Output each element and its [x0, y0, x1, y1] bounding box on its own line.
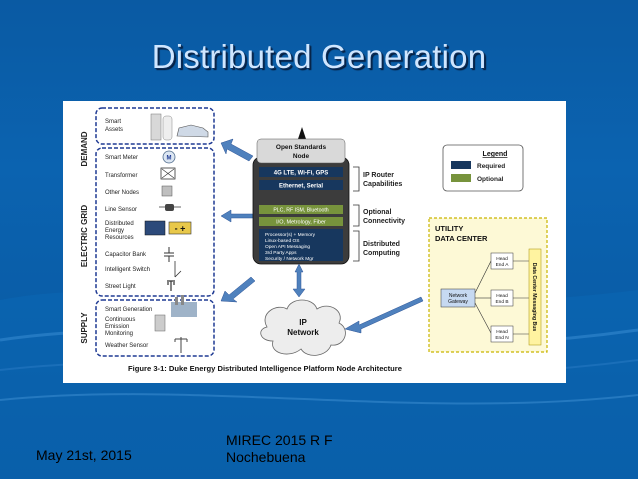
footer-source-line-2: Nochebuena — [226, 449, 306, 465]
messaging-bus — [528, 248, 542, 346]
grid-item-transformer: Transformer — [105, 173, 137, 179]
footer-source: MIREC 2015 R F Nochebuena — [226, 432, 386, 466]
grid-item-other-nodes: Other Nodes — [105, 190, 139, 196]
bracket-distributed — [353, 230, 360, 262]
svg-text:Computing: Computing — [363, 250, 400, 257]
grid-box — [95, 147, 215, 297]
svg-text:Open API Messaging: Open API Messaging — [265, 244, 310, 250]
svg-text:Emission: Emission — [105, 324, 129, 330]
footer-date: May 21st, 2015 — [36, 447, 132, 463]
svg-text:Head: Head — [496, 293, 508, 299]
grid-item-capacitor-bank: Capacitor Bank — [105, 252, 147, 258]
svg-text:3rd Party Apps: 3rd Party Apps — [265, 250, 297, 256]
svg-text:I/O, Metrology, Fiber: I/O, Metrology, Fiber — [276, 220, 326, 226]
svg-text:Resources: Resources — [105, 235, 134, 241]
side-label-demand: DEMAND — [80, 131, 89, 166]
svg-text:Head: Head — [496, 256, 508, 262]
svg-text:Network: Network — [287, 328, 319, 337]
supply-item-continuous: Continuous — [105, 317, 135, 323]
svg-text:DATA CENTER: DATA CENTER — [435, 234, 488, 243]
connection-arrows — [220, 138, 256, 303]
demand-box — [95, 107, 215, 145]
node-network-arrow — [292, 263, 306, 298]
svg-text:4G LTE, Wi-Fi, GPS: 4G LTE, Wi-Fi, GPS — [274, 171, 329, 177]
svg-text:End B: End B — [495, 299, 508, 305]
svg-text:Energy: Energy — [105, 228, 124, 234]
messaging-bus-links — [513, 260, 529, 335]
node-layer-ethernet — [259, 180, 343, 190]
svg-text:Distributed: Distributed — [363, 241, 400, 248]
grid-item-intelligent-switch: Intelligent Switch — [105, 267, 150, 273]
svg-text:Required: Required — [477, 163, 505, 170]
appliance-icon — [150, 113, 162, 141]
legend-title: Legend — [483, 151, 508, 158]
grid-item-line-sensor: Line Sensor — [105, 207, 137, 213]
svg-text:Optional: Optional — [363, 209, 391, 216]
demand-label-2: Assets — [105, 127, 123, 133]
grid-item-distributed: Distributed — [105, 221, 134, 227]
switch-icon — [174, 261, 182, 278]
svg-text:M: M — [167, 156, 172, 162]
grid-item-street-light: Street Light — [105, 284, 136, 290]
svg-text:End N: End N — [495, 335, 509, 341]
legend-swatch-optional — [451, 174, 471, 182]
node-layer-lte — [259, 167, 343, 177]
svg-text:Gateway: Gateway — [448, 299, 468, 305]
svg-text:Connectivity: Connectivity — [363, 218, 405, 225]
bracket-router — [353, 166, 360, 192]
emission-monitor-icon — [154, 314, 166, 332]
solar-panel-icon — [144, 220, 166, 236]
electric-car-icon — [176, 124, 209, 138]
smart-meter-icon — [162, 150, 176, 164]
svg-text:PLC, RF ISM, Bluetooth: PLC, RF ISM, Bluetooth — [273, 208, 328, 214]
svg-text:- +: - + — [175, 224, 186, 234]
svg-text:IP: IP — [299, 318, 307, 327]
svg-text:Security / Network Mgr: Security / Network Mgr — [265, 256, 314, 262]
demand-label-1: Smart — [105, 119, 121, 125]
capacitor-icon — [164, 247, 174, 262]
node-layer-io — [259, 217, 343, 226]
supply-item-generation: Smart Generation — [105, 307, 152, 313]
grid-item-smart-meter: Smart Meter — [105, 155, 138, 161]
utility-data-center — [428, 217, 548, 353]
water-heater-icon — [162, 115, 173, 141]
svg-text:IP Router: IP Router — [363, 172, 394, 179]
power-plant-icon — [171, 302, 197, 317]
svg-text:End A: End A — [496, 262, 510, 268]
slide-title: Distributed Generation — [151, 38, 487, 75]
weather-sensor-icon — [174, 337, 188, 353]
legend-swatch-required — [451, 161, 471, 169]
node-layer-plc — [259, 205, 343, 214]
svg-text:Data Center Messaging Bus: Data Center Messaging Bus — [531, 263, 537, 332]
supply-item-weather: Weather Sensor — [105, 343, 148, 349]
figure-caption: Figure 3-1: Duke Energy Distributed Inte… — [128, 364, 402, 373]
side-label-supply: SUPPLY — [80, 312, 89, 344]
svg-text:Monitoring: Monitoring — [105, 331, 133, 337]
node-title-1: Open Standards — [276, 144, 327, 151]
battery-icon — [168, 221, 192, 235]
ip-network-cloud — [260, 299, 346, 356]
svg-text:Network: Network — [449, 293, 468, 299]
network-utility-arrow — [344, 296, 424, 334]
other-nodes-icon — [161, 185, 173, 197]
svg-text:Capabilities: Capabilities — [363, 181, 402, 188]
svg-text:UTILITY: UTILITY — [435, 224, 463, 233]
svg-text:Linux-based OS: Linux-based OS — [265, 238, 299, 244]
node-title-2: Node — [293, 153, 310, 160]
node-computing-panel — [259, 229, 343, 261]
svg-text:Head: Head — [496, 329, 508, 335]
svg-text:Optional: Optional — [477, 176, 504, 183]
svg-text:Ethernet, Serial: Ethernet, Serial — [279, 184, 323, 190]
street-light-icon — [167, 280, 175, 291]
gateway-links — [474, 260, 492, 334]
svg-text:Processor(s) + Memory: Processor(s) + Memory — [265, 232, 316, 238]
architecture-figure: DEMAND ELECTRIC GRID SUPPLY Smart Assets… — [63, 101, 566, 383]
antenna-icon — [298, 127, 306, 139]
side-label-grid: ELECTRIC GRID — [80, 205, 89, 267]
footer-source-line-1: MIREC 2015 R F — [226, 432, 333, 448]
bracket-optional — [353, 204, 360, 227]
